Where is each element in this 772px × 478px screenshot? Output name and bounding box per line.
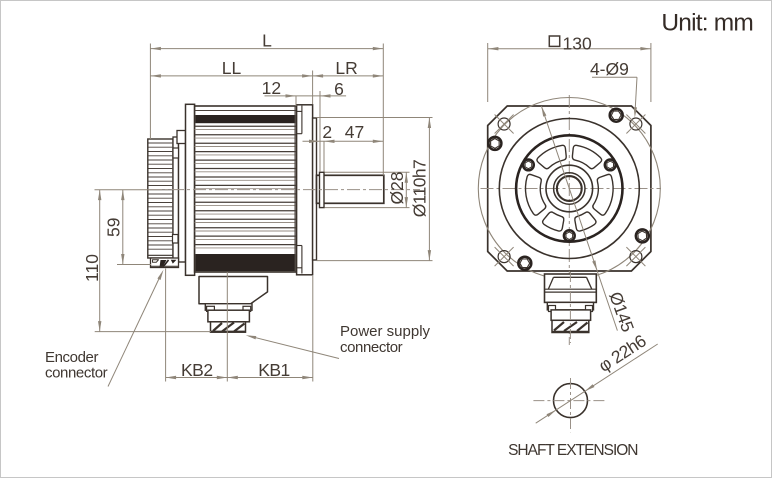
svg-text:2: 2 bbox=[322, 122, 332, 142]
svg-text:110: 110 bbox=[82, 254, 102, 282]
svg-text:4-Ø9: 4-Ø9 bbox=[590, 59, 629, 79]
svg-text:130: 130 bbox=[563, 34, 592, 54]
svg-text:connector: connector bbox=[340, 339, 403, 356]
svg-text:Ø28: Ø28 bbox=[387, 171, 407, 204]
svg-text:KB1: KB1 bbox=[258, 360, 290, 380]
svg-text:LL: LL bbox=[222, 58, 242, 78]
svg-text:47: 47 bbox=[345, 122, 364, 142]
svg-text:Encoder: Encoder bbox=[45, 349, 98, 366]
svg-text:59: 59 bbox=[104, 218, 124, 237]
svg-text:LR: LR bbox=[335, 58, 357, 78]
svg-text:KB2: KB2 bbox=[181, 360, 213, 380]
svg-text:Power supply: Power supply bbox=[340, 323, 431, 340]
svg-text:connector: connector bbox=[45, 365, 108, 382]
svg-text:Ø110h7: Ø110h7 bbox=[410, 160, 430, 217]
svg-text:Unit: mm: Unit: mm bbox=[661, 10, 753, 37]
svg-text:12: 12 bbox=[262, 78, 281, 98]
svg-text:6: 6 bbox=[334, 79, 344, 99]
svg-text:L: L bbox=[262, 30, 272, 50]
svg-text:SHAFT EXTENSION: SHAFT EXTENSION bbox=[508, 442, 637, 459]
